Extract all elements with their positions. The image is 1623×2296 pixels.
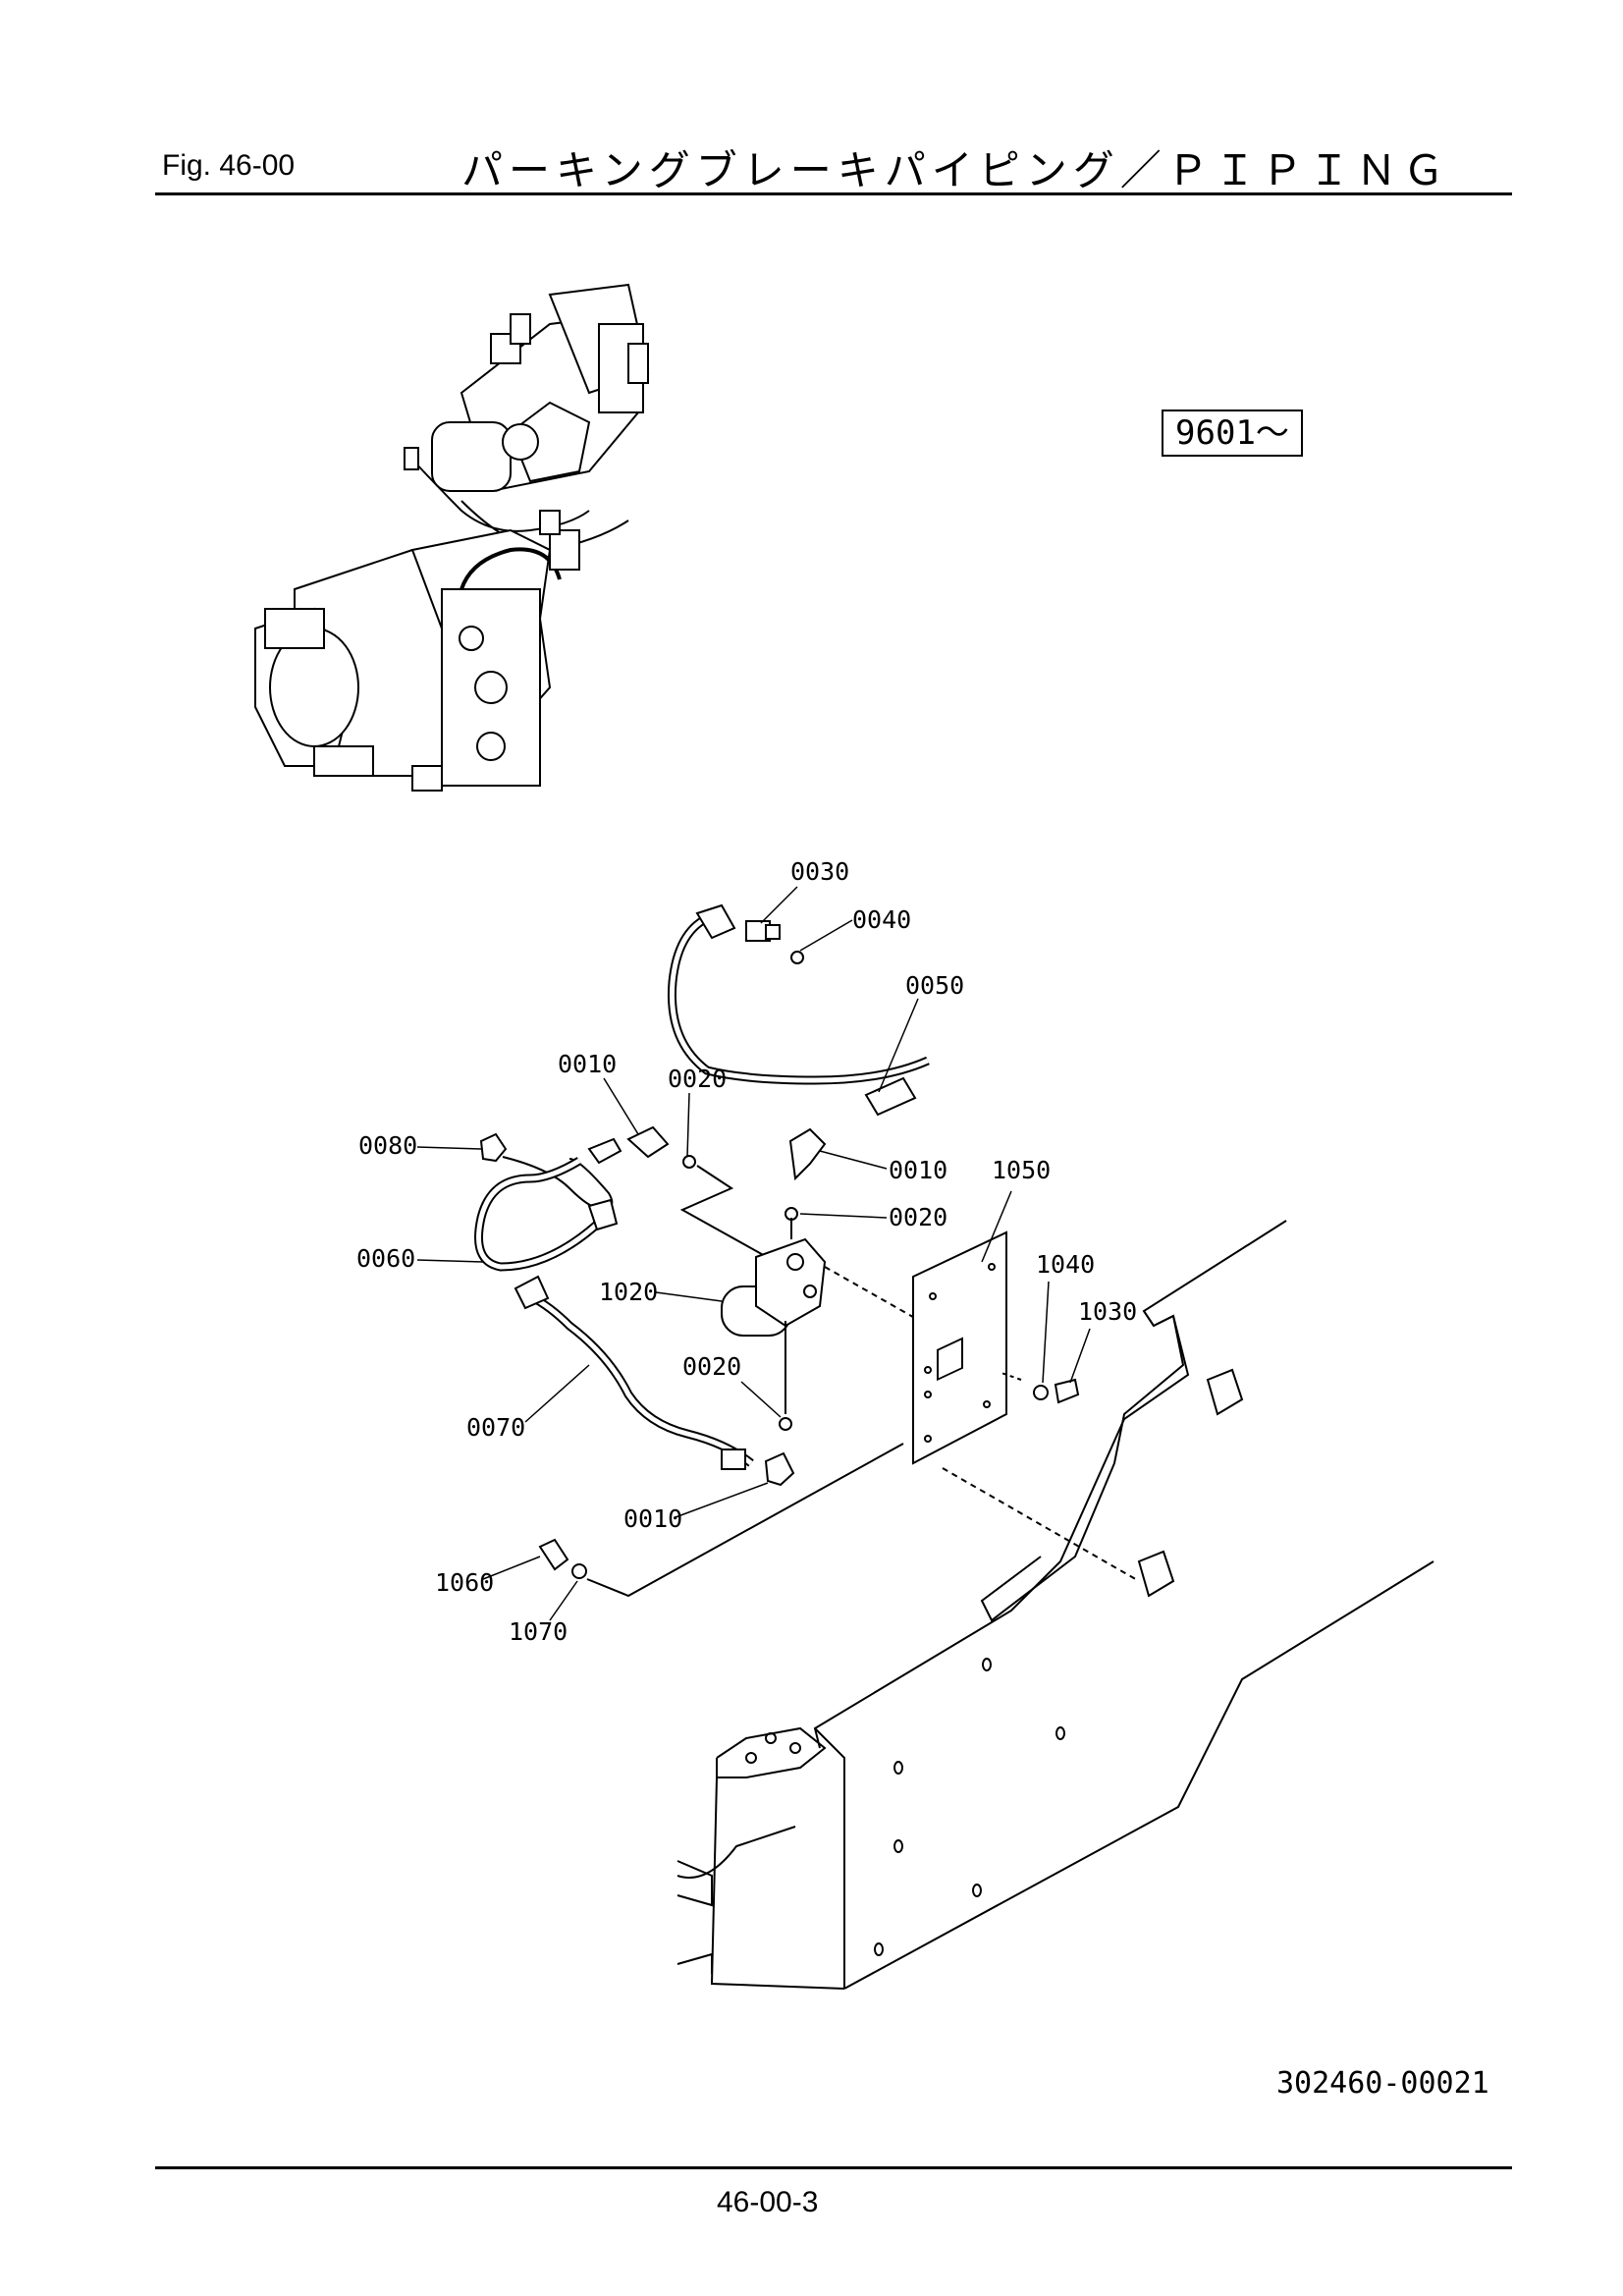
callout-1070: 1070 bbox=[509, 1617, 568, 1646]
callout-0010-upper-right: 0010 bbox=[889, 1156, 947, 1184]
callout-0050: 0050 bbox=[905, 971, 964, 1000]
callout-0010-upper-left: 0010 bbox=[558, 1050, 617, 1078]
leader-lines bbox=[416, 886, 1091, 1621]
header-rule bbox=[155, 192, 1512, 195]
callout-0040: 0040 bbox=[852, 905, 911, 934]
assembly-overview-drawing bbox=[254, 283, 650, 792]
callout-0020-lower: 0020 bbox=[682, 1352, 741, 1381]
callout-1040: 1040 bbox=[1036, 1250, 1095, 1279]
callout-0020-upper-right: 0020 bbox=[889, 1203, 947, 1231]
footer-rule bbox=[155, 2166, 1512, 2169]
callout-1060: 1060 bbox=[435, 1568, 494, 1597]
page-number: 46-00-3 bbox=[717, 2186, 819, 2218]
callout-1020: 1020 bbox=[599, 1278, 658, 1306]
figure-number: Fig. 46-00 bbox=[162, 149, 296, 182]
callout-1030: 1030 bbox=[1078, 1297, 1137, 1326]
callout-0010-lower: 0010 bbox=[623, 1504, 682, 1533]
callout-1050: 1050 bbox=[992, 1156, 1051, 1184]
serial-range-box: 9601～ bbox=[1162, 410, 1303, 457]
drawing-number: 302460-00021 bbox=[1276, 2066, 1489, 2101]
callout-0030: 0030 bbox=[790, 857, 849, 886]
callout-0060: 0060 bbox=[356, 1244, 415, 1273]
callout-0070: 0070 bbox=[466, 1413, 525, 1442]
callout-0080: 0080 bbox=[358, 1131, 417, 1160]
callout-0020-upper-left: 0020 bbox=[668, 1065, 727, 1093]
piping-exploded-drawing bbox=[474, 903, 1434, 1990]
page-title: パーキングブレーキパイピング／ＰＩＰＩＮＧ bbox=[461, 146, 1450, 194]
